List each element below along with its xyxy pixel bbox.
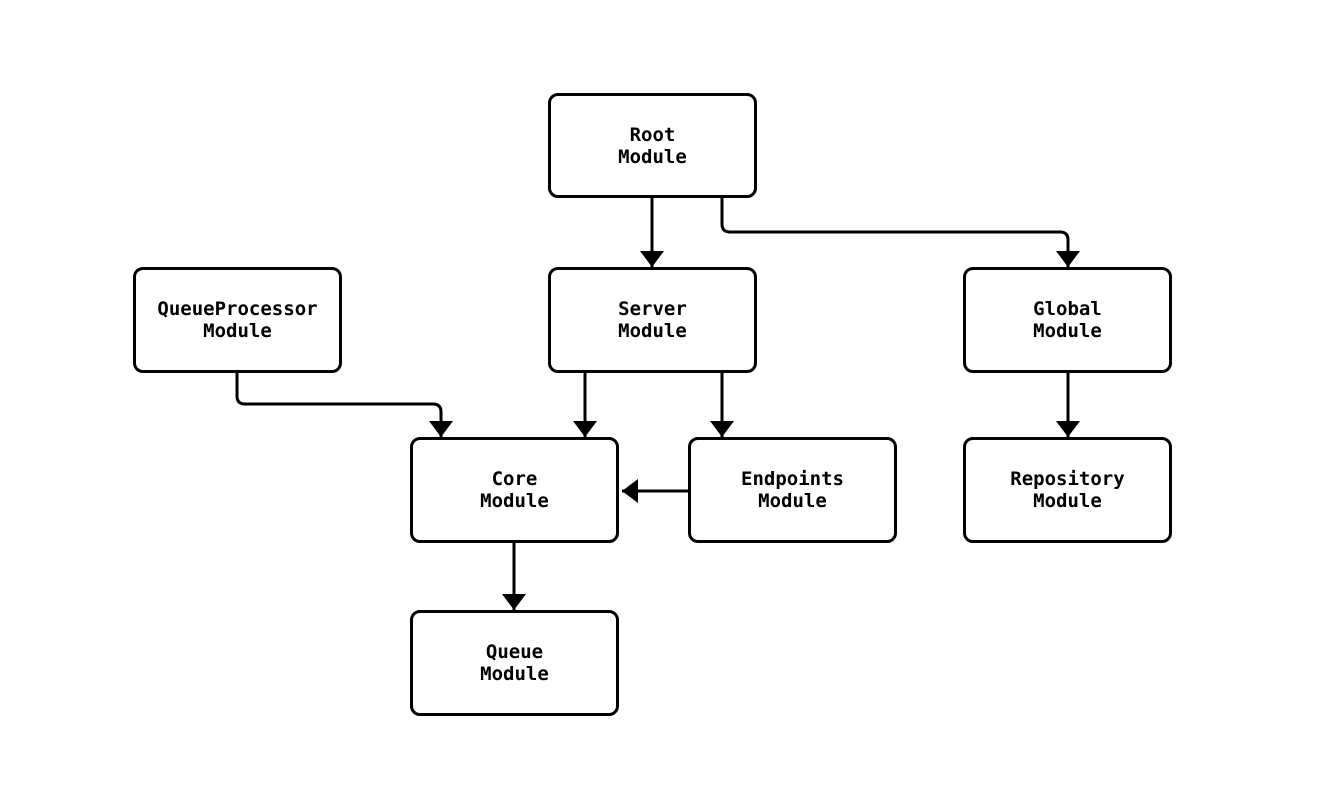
node-label-line: Module (758, 490, 827, 512)
node-label-line: Queue (485, 641, 544, 663)
node-label-line: Module (618, 320, 687, 342)
node-label-line: Module (480, 490, 549, 512)
node-label-line: Repository (1010, 468, 1125, 490)
edges-group (235, 198, 1080, 610)
edge-root-global (720, 198, 1080, 267)
node-label-line: Module (203, 320, 272, 342)
node-label-line: Global (1033, 298, 1102, 320)
node-label-line: Module (1033, 490, 1102, 512)
node-label-line: Endpoints (741, 468, 844, 490)
node-label-line: QueueProcessor (157, 298, 318, 320)
node-label-line: Module (1033, 320, 1102, 342)
node-label-line: Root (629, 123, 676, 146)
edge-queueprocessor-core (235, 373, 453, 437)
node-label-line: Module (618, 145, 687, 168)
node-label-line: Server (618, 298, 687, 320)
node-label-line: Core (491, 468, 538, 490)
node-label-line: Module (480, 663, 549, 685)
